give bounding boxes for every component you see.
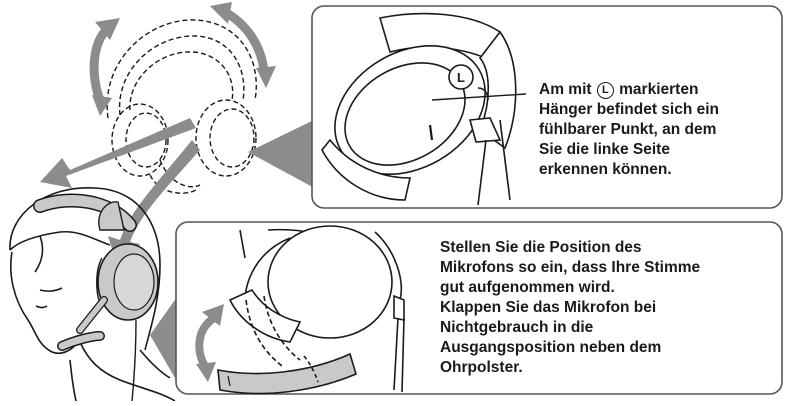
pointer-arrows [40, 118, 200, 268]
arrow-to-face [40, 118, 196, 188]
swing-arrowheads [92, 2, 276, 116]
left-marker-circle [448, 64, 474, 90]
left-marker-symbol: L [596, 82, 614, 99]
note-top-line-5: erkennen können. [539, 161, 672, 178]
bottom-callout-pointer [150, 290, 182, 390]
dashed-headset [106, 19, 257, 194]
top-leader-line [431, 93, 527, 101]
note-top-line-1-before: Am mit [539, 81, 596, 98]
mic-swing-arrowheads [196, 304, 224, 382]
mic-closeup-bottom [217, 225, 405, 395]
note-top-line-4: Sie die linke Seite [539, 141, 670, 158]
left-marker-glyph: L [457, 70, 465, 85]
note-top-line-1-after: markierten [614, 81, 699, 98]
earcup-closeup-top [321, 12, 527, 206]
note-top-line-3: fühlbarer Punkt, an dem [539, 121, 717, 138]
note-bottom-line-3: gut aufgenommen wird. [440, 279, 615, 296]
note-top-line-1: Am mit L markierten [539, 80, 719, 100]
note-bottom-line-5: Nichtgebrauch in die [440, 319, 594, 336]
note-bottom-line-7: Ohrpolster. [440, 359, 523, 376]
rotation-arrows [89, 7, 269, 105]
left-swing-arrow [89, 23, 113, 105]
note-bottom-line-1: Stellen Sie die Position des [440, 239, 642, 256]
microphone-position-note: Stellen Sie die Position des Mikrofons s… [440, 238, 700, 378]
note-bottom-line-4: Klappen Sie das Mikrofon bei [440, 299, 657, 316]
arrow-to-earcup [108, 140, 200, 268]
note-bottom-line-2: Mikrofons so ein, dass Ihre Stimme [440, 259, 701, 276]
note-bottom-line-6: Ausgangsposition neben dem [440, 339, 662, 356]
worn-headset [33, 193, 159, 402]
right-swing-arrow [220, 7, 269, 77]
person-illustration [9, 187, 176, 402]
left-side-marker-note: Am mit L markierten Hänger befindet sich… [539, 80, 719, 180]
note-top-line-2: Hänger befindet sich ein [539, 101, 720, 118]
top-callout-pointer [248, 118, 318, 190]
